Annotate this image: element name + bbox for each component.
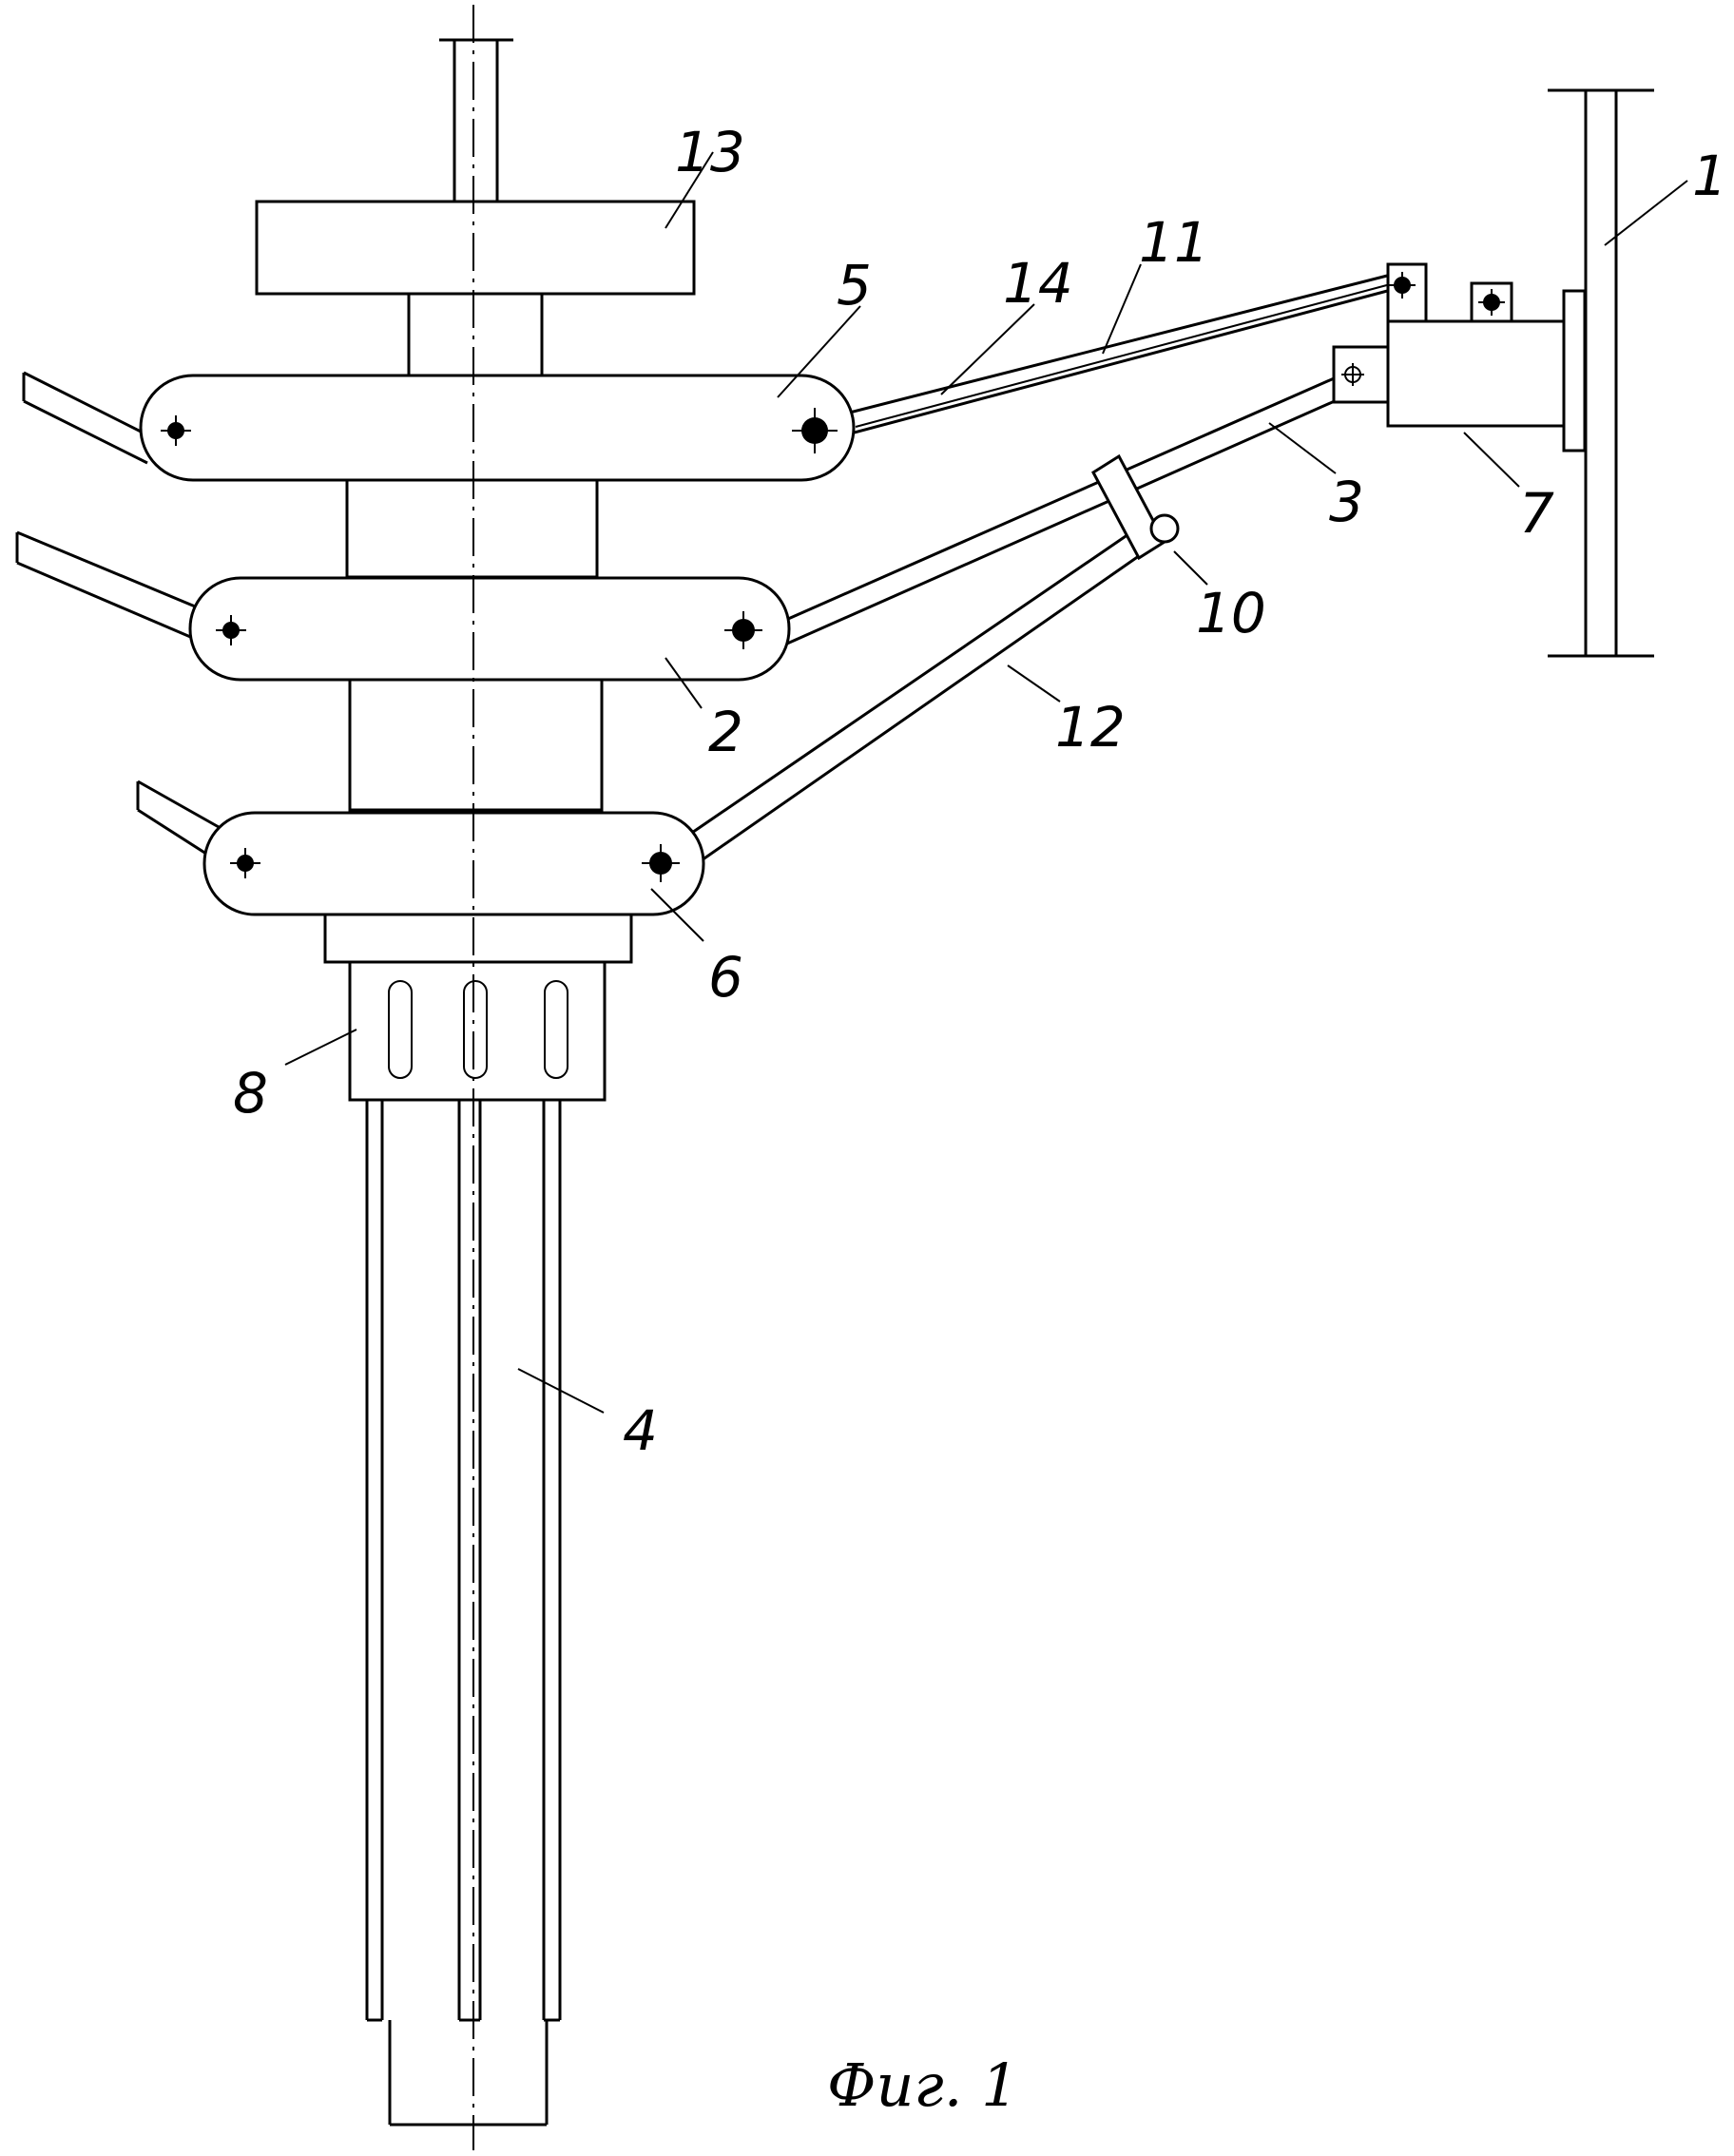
label-13: 13 <box>675 120 745 184</box>
label-1: 1 <box>1692 144 1727 208</box>
left-stub-upper <box>24 373 152 463</box>
label-10: 10 <box>1196 581 1266 645</box>
left-stub-middle <box>17 532 200 639</box>
block-7 <box>1334 264 1585 451</box>
lever-5 <box>141 375 854 480</box>
label-12: 12 <box>1055 695 1126 760</box>
top-shaft <box>439 40 513 202</box>
collar <box>325 914 631 962</box>
label-11: 11 <box>1139 210 1209 275</box>
lever-2 <box>190 578 789 680</box>
label-14: 14 <box>1003 251 1073 316</box>
label-7: 7 <box>1519 481 1554 546</box>
column-segment-lower <box>350 675 602 810</box>
label-3: 3 <box>1329 470 1364 534</box>
label-4: 4 <box>623 1398 658 1463</box>
rod-11 <box>827 272 1409 437</box>
unit-8 <box>350 962 605 1100</box>
label-6: 6 <box>708 945 743 1010</box>
label-2: 2 <box>708 700 743 764</box>
bracket-10 <box>1093 456 1178 558</box>
label-5: 5 <box>837 253 872 318</box>
column-segment-top <box>409 294 542 379</box>
label-8: 8 <box>233 1061 268 1126</box>
column-segment-middle <box>347 477 597 577</box>
lever-6 <box>204 813 703 914</box>
rod-assembly-4 <box>367 1100 560 2125</box>
block-13 <box>257 202 694 294</box>
figure-caption: Фиг. 1 <box>827 2050 1019 2120</box>
